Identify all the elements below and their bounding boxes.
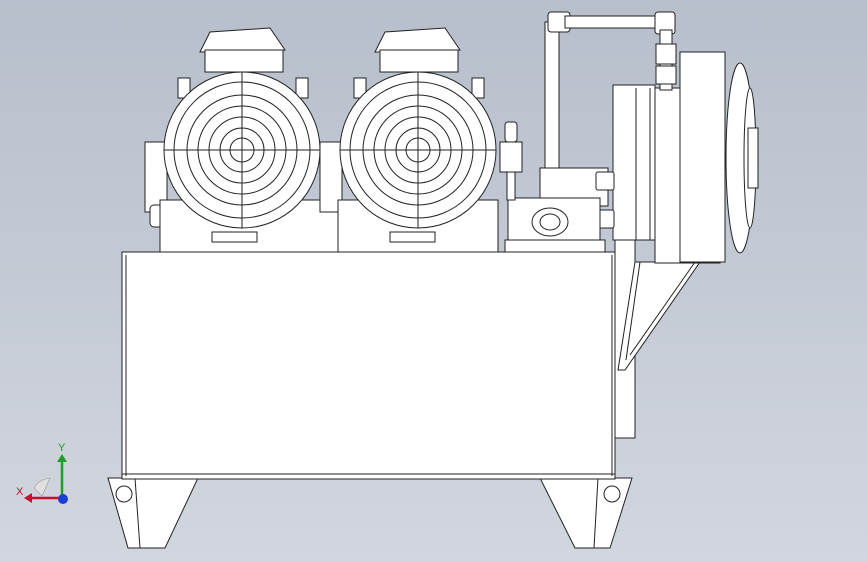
x-axis-label: X	[16, 486, 24, 498]
mount-bracket	[614, 239, 701, 439]
pipe-assembly	[539, 11, 677, 229]
electric-motor-left	[144, 27, 346, 253]
electric-motor-right	[319, 27, 499, 253]
triad-graphic	[24, 454, 68, 504]
tank-leg-left	[107, 477, 199, 549]
hydraulic-tank	[121, 251, 616, 480]
axis-triad: X Y	[10, 440, 80, 510]
y-axis-label: Y	[58, 442, 66, 454]
pressure-gauge	[499, 121, 523, 201]
gear-pump	[504, 197, 606, 253]
tank-leg-right	[539, 477, 633, 549]
filter-housing	[612, 51, 759, 264]
